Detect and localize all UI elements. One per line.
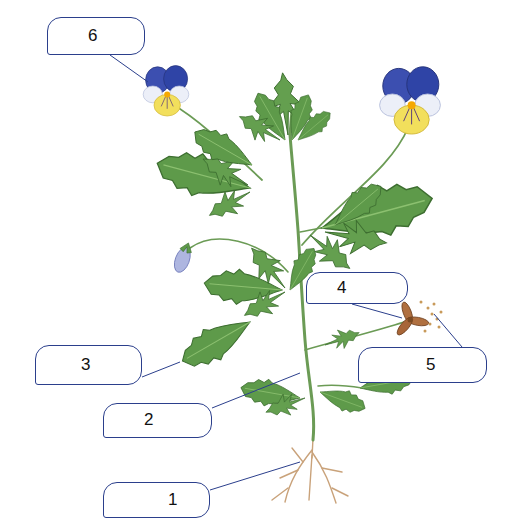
leaf [322, 323, 363, 354]
seed [440, 311, 443, 314]
root [285, 450, 312, 502]
bud-sepals [179, 241, 194, 255]
flower-bud [171, 241, 195, 275]
leader-line [110, 55, 148, 82]
leaf [187, 120, 259, 179]
capsule-center [408, 318, 413, 323]
root [332, 488, 348, 496]
leaf [174, 307, 259, 376]
callout-number: 5 [426, 355, 435, 375]
callout-number: 2 [144, 410, 153, 430]
seed [424, 330, 427, 333]
callout-box: 1 [103, 482, 210, 518]
root [292, 448, 303, 462]
root [280, 470, 298, 478]
leader-line [434, 314, 462, 347]
leaf [241, 239, 296, 297]
seed-capsule [395, 301, 430, 337]
leaf [203, 181, 256, 226]
leaf [292, 105, 336, 146]
roots [272, 438, 348, 503]
seed [433, 303, 436, 306]
leader-line [212, 373, 300, 408]
flower [380, 67, 441, 134]
branch [318, 385, 362, 388]
leaf [238, 281, 291, 326]
leaf [262, 387, 309, 422]
root [322, 468, 342, 472]
flower [143, 66, 189, 116]
root [309, 455, 312, 500]
root [272, 488, 288, 500]
seed [431, 313, 434, 316]
seed [427, 307, 430, 310]
callout-box: 5 [358, 347, 487, 383]
leader-line [142, 362, 180, 377]
callout-box: 4 [306, 272, 408, 304]
callout-number: 1 [168, 490, 177, 510]
seed [429, 323, 432, 326]
callout-number: 4 [337, 278, 346, 298]
callout-number: 6 [88, 26, 97, 46]
leaf [233, 106, 286, 151]
seeds [420, 301, 443, 333]
leader-line [210, 462, 300, 490]
callout-box: 3 [35, 345, 142, 385]
seed [420, 301, 423, 304]
root [312, 452, 336, 503]
callout-box: 6 [47, 17, 145, 55]
callout-box: 2 [103, 403, 212, 438]
seed [438, 326, 441, 329]
capsule-valve [395, 315, 415, 337]
leaf [326, 176, 389, 235]
callout-number: 3 [81, 355, 90, 375]
leader-line [352, 304, 402, 318]
